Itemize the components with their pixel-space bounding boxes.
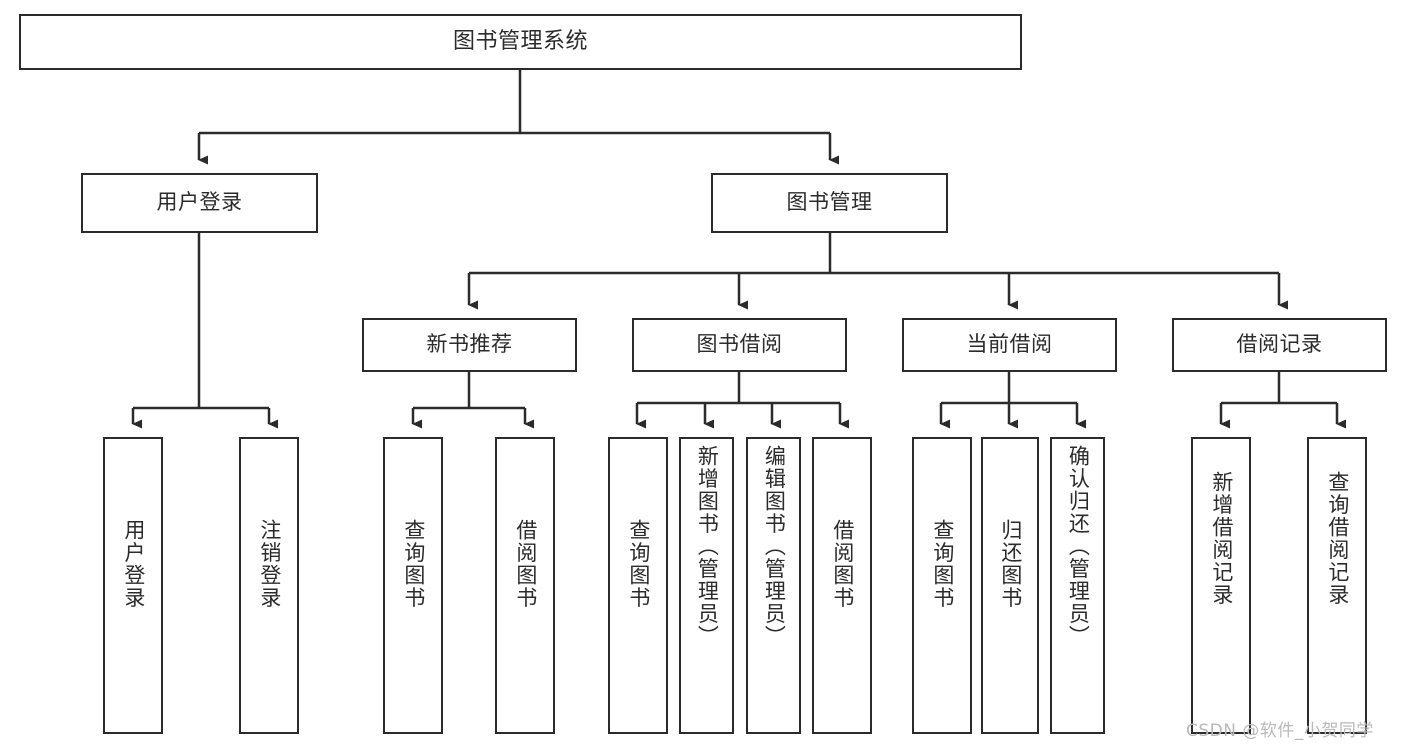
leaf-records-query-record[interactable]: 查询借阅记录	[1307, 437, 1367, 734]
leaf-borrow-borrow-book[interactable]: 借阅图书	[812, 437, 872, 734]
leaf-new-book-query[interactable]: 查询图书	[383, 437, 443, 734]
leaf-borrow-add-book[interactable]: 新增图书（管理员）	[679, 437, 734, 734]
leaf-current-return-book[interactable]: 归还图书	[981, 437, 1039, 734]
watermark: CSDN @软件_小贺同学	[1186, 721, 1374, 741]
leaf-new-book-borrow[interactable]: 借阅图书	[495, 437, 555, 734]
leaf-borrow-edit-book-label: 编辑图书（管理员）	[762, 445, 787, 648]
leaf-borrow-add-book-label: 新增图书（管理员）	[695, 445, 720, 648]
node-user-login[interactable]: 用户登录	[81, 173, 318, 233]
leaf-new-book-borrow-label: 借阅图书	[513, 519, 538, 609]
leaf-borrow-edit-book[interactable]: 编辑图书（管理员）	[746, 437, 801, 734]
node-book-borrow-label: 图书借阅	[696, 332, 783, 357]
node-borrow-records[interactable]: 借阅记录	[1172, 318, 1387, 372]
leaf-borrow-query-book-label: 查询图书	[626, 519, 651, 609]
node-new-book-recommend-label: 新书推荐	[426, 332, 513, 357]
leaf-user-login-signout[interactable]: 注销登录	[239, 437, 299, 734]
leaf-user-login-signin-label: 用户登录	[121, 519, 146, 609]
leaf-new-book-query-label: 查询图书	[401, 519, 426, 609]
node-book-management-label: 图书管理	[786, 190, 873, 215]
leaf-current-query-book[interactable]: 查询图书	[912, 437, 972, 734]
node-new-book-recommend[interactable]: 新书推荐	[362, 318, 577, 372]
leaf-user-login-signout-label: 注销登录	[257, 519, 282, 609]
node-current-borrow[interactable]: 当前借阅	[902, 318, 1117, 372]
leaf-records-query-record-label: 查询借阅记录	[1325, 471, 1350, 606]
leaf-records-add-record[interactable]: 新增借阅记录	[1191, 437, 1251, 734]
node-root-label: 图书管理系统	[452, 28, 588, 54]
leaf-user-login-signin[interactable]: 用户登录	[103, 437, 163, 734]
node-book-borrow[interactable]: 图书借阅	[632, 318, 847, 372]
leaf-current-confirm-return-label: 确认归还（管理员）	[1066, 445, 1091, 648]
leaf-current-return-book-label: 归还图书	[998, 519, 1023, 609]
node-user-login-label: 用户登录	[156, 190, 243, 215]
node-book-management[interactable]: 图书管理	[711, 173, 948, 233]
leaf-borrow-query-book[interactable]: 查询图书	[608, 437, 668, 734]
leaf-current-query-book-label: 查询图书	[930, 519, 955, 609]
node-borrow-records-label: 借阅记录	[1236, 332, 1323, 357]
leaf-borrow-borrow-book-label: 借阅图书	[830, 519, 855, 609]
leaf-current-confirm-return[interactable]: 确认归还（管理员）	[1050, 437, 1105, 734]
node-root[interactable]: 图书管理系统	[19, 14, 1022, 70]
leaf-records-add-record-label: 新增借阅记录	[1209, 471, 1234, 606]
node-current-borrow-label: 当前借阅	[966, 332, 1053, 357]
